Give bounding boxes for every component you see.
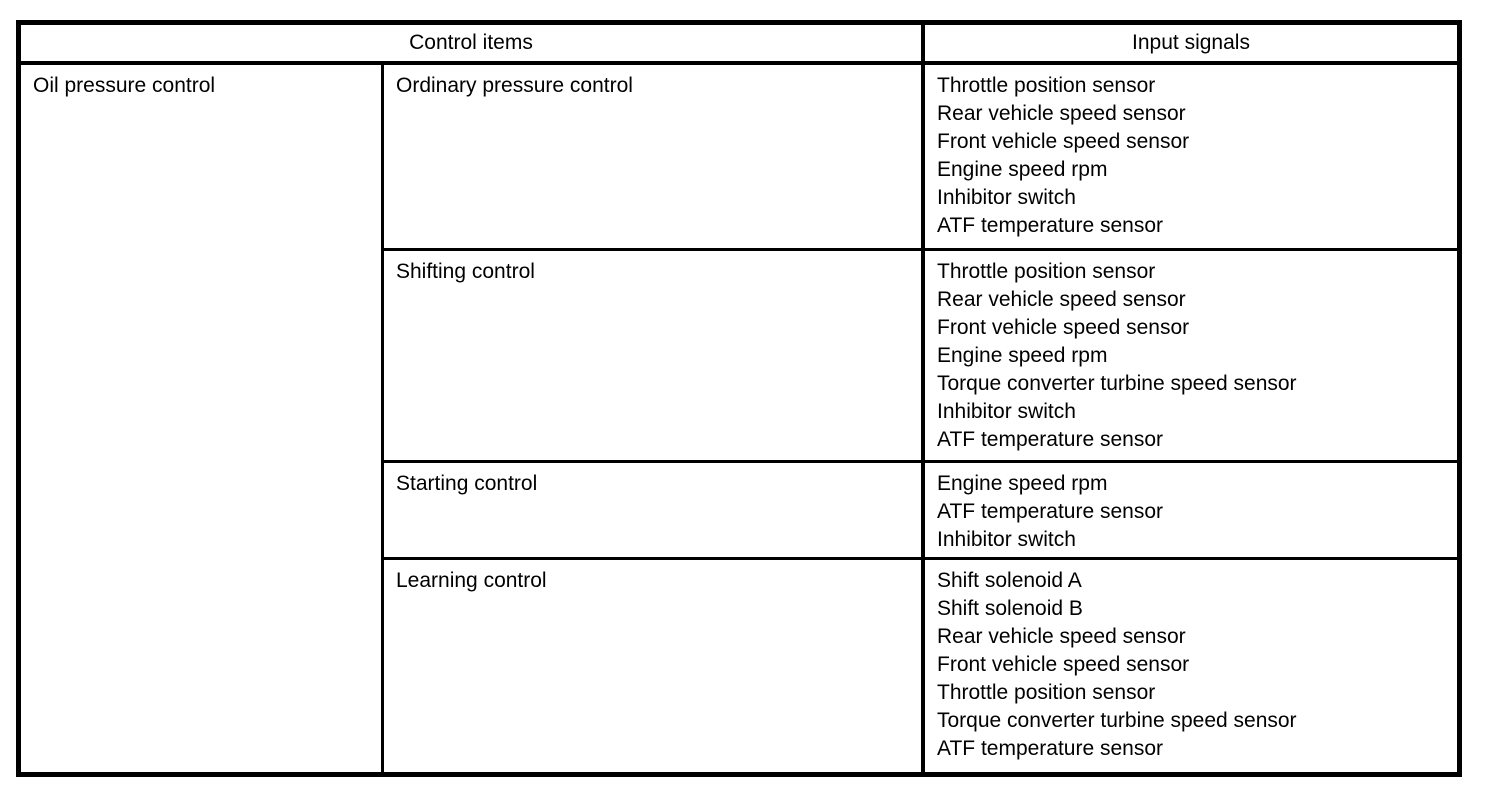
control-items-table: Control items Input signals Oil pressure… (16, 20, 1462, 777)
control-item-starting-control: Starting control (381, 460, 921, 557)
header-input-signals: Input signals (921, 25, 1457, 65)
signal-line: Rear vehicle speed sensor (937, 288, 1186, 311)
signal-line: Inhibitor switch (937, 400, 1076, 423)
signal-line: Shift solenoid A (937, 569, 1082, 592)
signal-line: Front vehicle speed sensor (937, 130, 1190, 153)
signal-line: ATF temperature sensor (937, 500, 1164, 523)
signal-line: Inhibitor switch (937, 186, 1076, 209)
signal-line: Engine speed rpm (937, 344, 1108, 367)
signal-line: ATF temperature sensor (937, 737, 1164, 760)
signal-line: Front vehicle speed sensor (937, 653, 1190, 676)
signal-line: Throttle position sensor (937, 74, 1156, 97)
header-control-items: Control items (21, 25, 921, 65)
input-signals-list-learning-control: Shift solenoid A Shift solenoid B Rear veh… (921, 557, 1457, 772)
signal-line: Throttle position sensor (937, 681, 1156, 704)
signal-line: Torque converter turbine speed sensor (937, 709, 1297, 732)
signal-line: ATF temperature sensor (937, 428, 1164, 451)
signal-line: Shift solenoid B (937, 597, 1083, 620)
signal-line: Rear vehicle speed sensor (937, 102, 1186, 125)
signal-line: Rear vehicle speed sensor (937, 625, 1186, 648)
signal-line: Torque converter turbine speed sensor (937, 372, 1297, 395)
control-item-ordinary-pressure-control: Ordinary pressure control (381, 65, 921, 248)
control-item-shifting-control: Shifting control (381, 248, 921, 460)
group-label-oil-pressure-control: Oil pressure control (33, 74, 216, 97)
signal-line: Engine speed rpm (937, 472, 1108, 495)
signal-line: Engine speed rpm (937, 158, 1108, 181)
signal-line: Inhibitor switch (937, 528, 1076, 551)
signal-line: ATF temperature sensor (937, 214, 1164, 237)
control-item-learning-control: Learning control (381, 557, 921, 772)
signal-line: Front vehicle speed sensor (937, 316, 1190, 339)
signal-line: Throttle position sensor (937, 260, 1156, 283)
